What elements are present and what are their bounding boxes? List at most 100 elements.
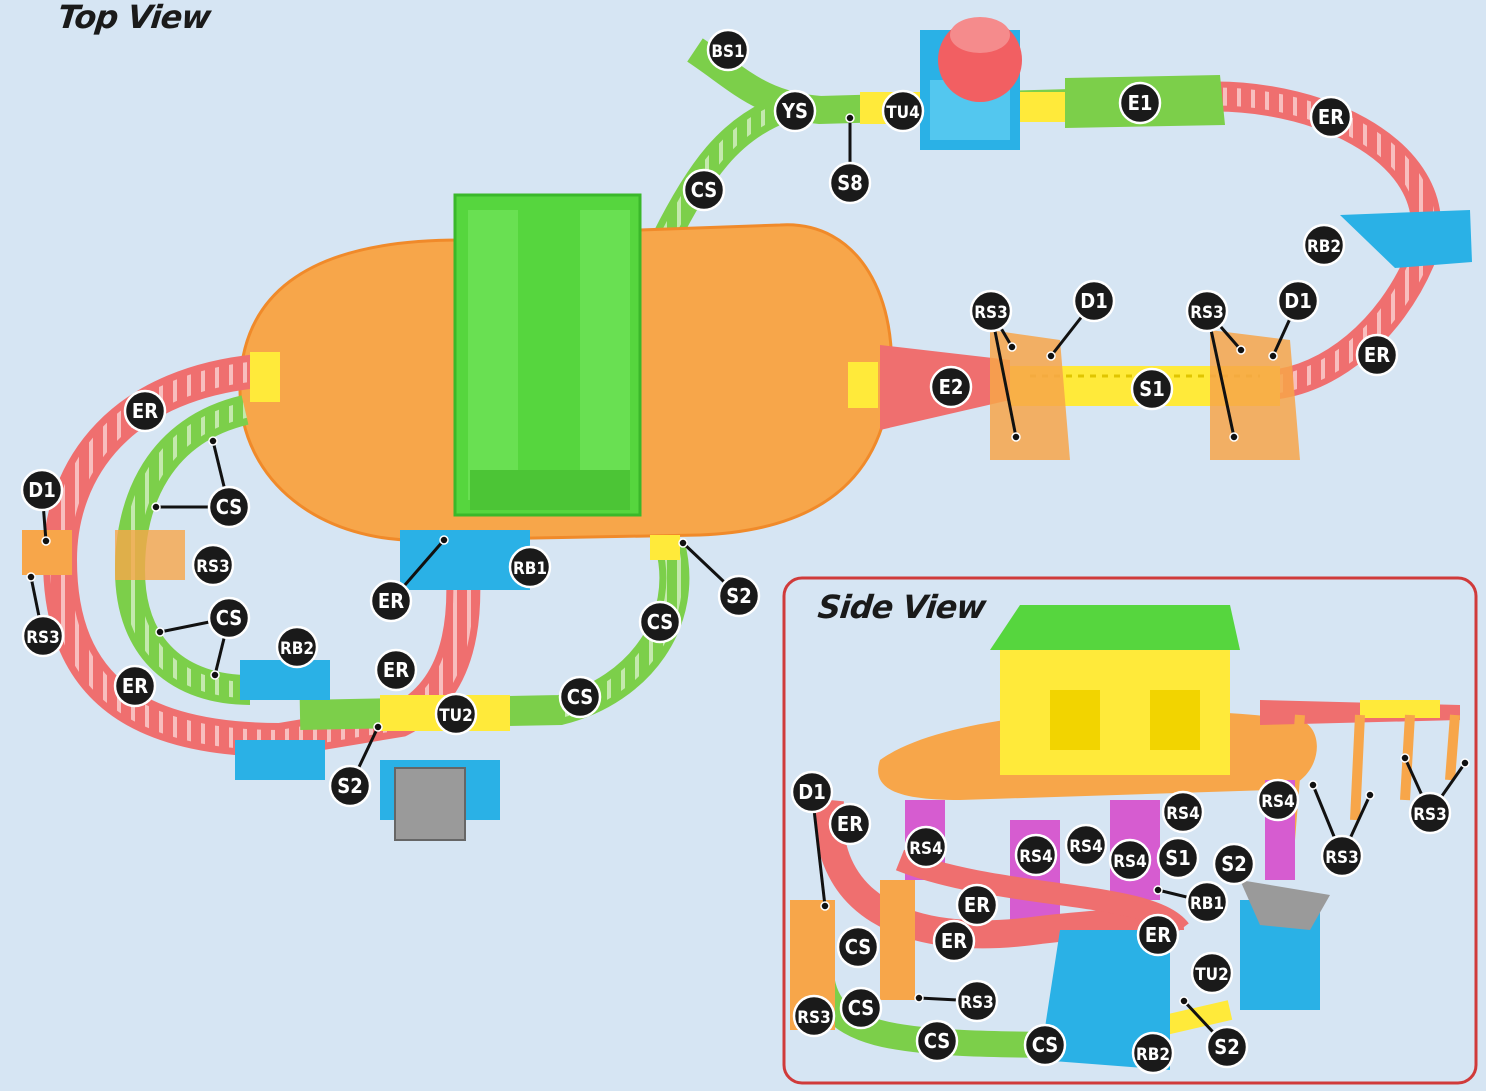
callout-label: ER bbox=[837, 812, 863, 836]
callout-label: BS1 bbox=[711, 42, 744, 62]
callout-label: D1 bbox=[1284, 289, 1311, 313]
leader-dot bbox=[1461, 759, 1469, 767]
callout-label: ER bbox=[378, 589, 404, 613]
callout-label: CS bbox=[216, 495, 243, 519]
callout-label: ER bbox=[941, 929, 967, 953]
callout-label: RS4 bbox=[1019, 847, 1052, 867]
leader-dot bbox=[152, 503, 160, 511]
station-base bbox=[240, 195, 892, 540]
leader-dot bbox=[846, 114, 854, 122]
callout-top-er-lower-mid: ER bbox=[376, 650, 416, 690]
leader-dot bbox=[27, 573, 35, 581]
callout-label: RS3 bbox=[974, 303, 1007, 323]
callout-side-er-b: ER bbox=[957, 885, 997, 925]
callout-label: CS bbox=[845, 935, 872, 959]
callout-label: S2 bbox=[337, 774, 362, 798]
callout-side-er-a: ER bbox=[830, 804, 870, 844]
riser-rb2-right bbox=[1340, 210, 1472, 268]
leader-dot bbox=[42, 537, 50, 545]
callout-top-cs-right-lower: CS bbox=[640, 602, 680, 642]
leader-dot bbox=[211, 671, 219, 679]
callout-top-cs-top: CS bbox=[684, 170, 724, 210]
callout-side-tu2: TU2 bbox=[1192, 953, 1232, 993]
callout-label: RB1 bbox=[513, 559, 547, 579]
leader-dot bbox=[1154, 886, 1162, 894]
leader-dot bbox=[209, 437, 217, 445]
callout-label: S8 bbox=[837, 171, 862, 195]
callout-top-er-right: ER bbox=[1357, 335, 1397, 375]
callout-side-rs4-f: RS4 bbox=[1110, 840, 1150, 880]
leader-dot bbox=[1237, 346, 1245, 354]
callout-label: D1 bbox=[798, 780, 825, 804]
callout-top-tu4: TU4 bbox=[883, 91, 923, 131]
leader-dot bbox=[1230, 433, 1238, 441]
callout-label: RS4 bbox=[1166, 804, 1199, 824]
callout-label: CS bbox=[567, 685, 594, 709]
leader-dot bbox=[1366, 791, 1374, 799]
callout-label: RS3 bbox=[960, 993, 993, 1013]
callout-side-cs-b: CS bbox=[841, 988, 881, 1028]
callout-label: RS3 bbox=[1413, 805, 1446, 825]
callout-label: CS bbox=[647, 610, 674, 634]
callout-label: RS3 bbox=[1190, 303, 1223, 323]
side-view-title: Side View bbox=[816, 588, 987, 626]
callout-top-cs-bottom: CS bbox=[560, 677, 600, 717]
callout-top-er-left: ER bbox=[125, 391, 165, 431]
callout-label: ER bbox=[122, 674, 148, 698]
callout-label: ER bbox=[964, 893, 990, 917]
leader-dot bbox=[156, 628, 164, 636]
callout-top-s8: S8 bbox=[830, 114, 870, 203]
callout-label: RB1 bbox=[1190, 894, 1224, 914]
callout-side-s2-a: S2 bbox=[1214, 844, 1254, 884]
callout-top-er-lower-left: ER bbox=[115, 666, 155, 706]
callout-label: D1 bbox=[1080, 289, 1107, 313]
water-tower bbox=[920, 17, 1022, 150]
callout-label: CS bbox=[216, 606, 243, 630]
callout-label: ER bbox=[1318, 105, 1344, 129]
leader-dot bbox=[1401, 754, 1409, 762]
callout-top-bs1: BS1 bbox=[708, 30, 748, 70]
leader-dot bbox=[374, 723, 382, 731]
callout-label: S2 bbox=[1214, 1035, 1239, 1059]
callout-label: RS3 bbox=[1325, 848, 1358, 868]
callout-top-s2-upper: S2 bbox=[679, 539, 759, 616]
callout-top-rs3-left: RS3 bbox=[193, 545, 233, 585]
leader-dot bbox=[1269, 352, 1277, 360]
callout-label: CS bbox=[1032, 1033, 1059, 1057]
callout-label: RB2 bbox=[1136, 1045, 1170, 1065]
riser-rb2-left bbox=[240, 660, 330, 700]
callout-top-s1: S1 bbox=[1132, 369, 1172, 409]
callout-side-s1: S1 bbox=[1158, 838, 1198, 878]
callout-label: RS3 bbox=[797, 1008, 830, 1028]
callout-label: RB2 bbox=[1307, 237, 1341, 257]
callout-label: CS bbox=[848, 996, 875, 1020]
callout-side-cs-a: CS bbox=[838, 927, 878, 967]
leader-dot bbox=[915, 994, 923, 1002]
callout-side-rs3-d: RS3 bbox=[794, 996, 834, 1036]
callout-top-ys: YS bbox=[775, 91, 815, 131]
callout-side-rs4-b: RS4 bbox=[1016, 835, 1056, 875]
side-view-panel bbox=[784, 578, 1476, 1083]
leader-dot bbox=[679, 539, 687, 547]
callout-top-d1-mid-left: D1 bbox=[1047, 281, 1114, 360]
callout-label: RS4 bbox=[909, 839, 942, 859]
callout-label: S1 bbox=[1165, 846, 1190, 870]
callout-side-rs4-a: RS4 bbox=[906, 827, 946, 867]
callout-label: RS4 bbox=[1261, 792, 1294, 812]
callout-label: S2 bbox=[726, 584, 751, 608]
callout-label: CS bbox=[691, 178, 718, 202]
callout-label: ER bbox=[1364, 343, 1390, 367]
callout-side-er-c: ER bbox=[934, 921, 974, 961]
callout-label: ER bbox=[383, 658, 409, 682]
callout-label: RS4 bbox=[1113, 852, 1146, 872]
callout-top-rb2-left: RB2 bbox=[277, 627, 317, 667]
callout-side-rb2: RB2 bbox=[1133, 1033, 1173, 1073]
top-view-title: Top View bbox=[56, 0, 212, 36]
callout-label: TU2 bbox=[439, 706, 473, 726]
callout-label: RB2 bbox=[280, 639, 314, 659]
callout-label: S2 bbox=[1221, 852, 1246, 876]
callout-side-rs4-d: RS4 bbox=[1163, 792, 1203, 832]
callout-top-e2: E2 bbox=[931, 367, 971, 407]
